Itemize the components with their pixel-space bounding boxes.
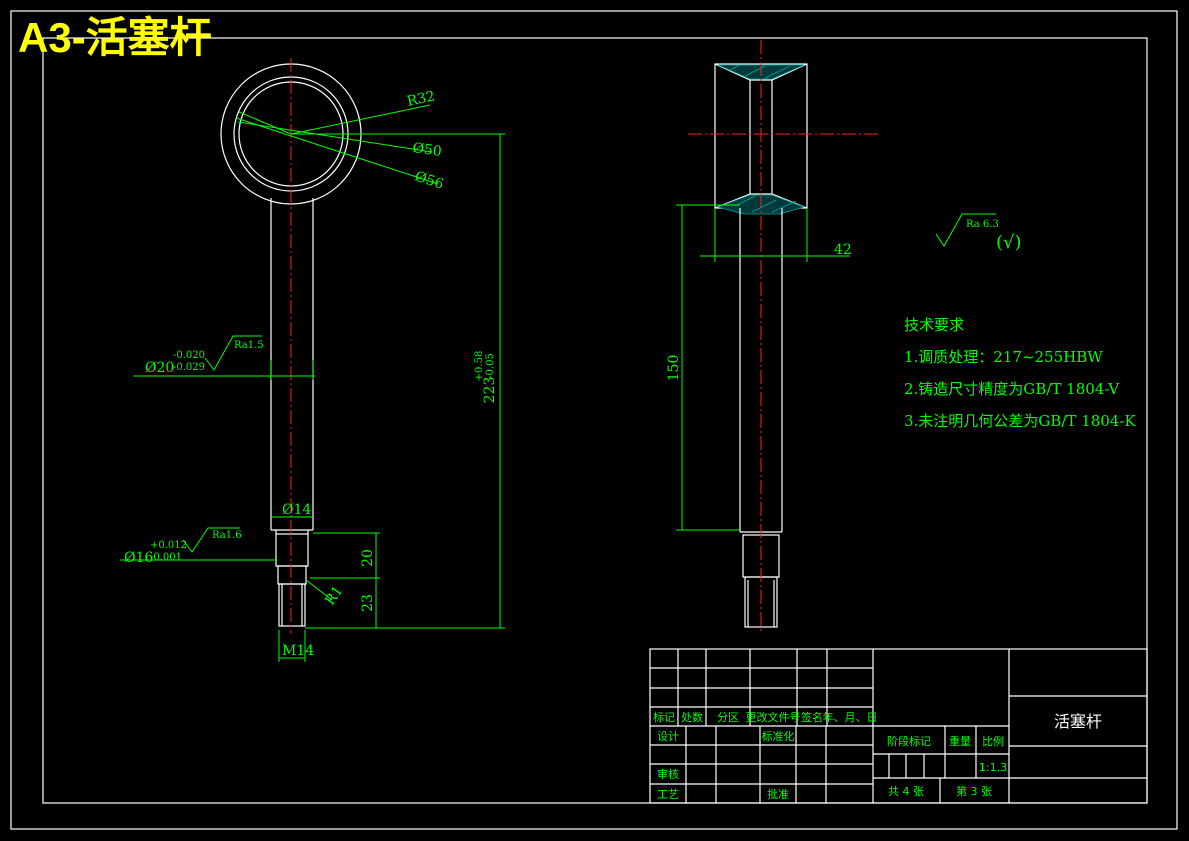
front-view: R32 Ø50 Ø56 Ø20 -0.020 -0.029 Ra1.5 Ø14 … (120, 58, 505, 662)
tb-process: 工艺 (657, 788, 679, 801)
tb-weight: 重量 (949, 734, 971, 748)
tb-part-name: 活塞杆 (1054, 712, 1102, 731)
label-dia16: Ø16 (124, 550, 153, 566)
inner-frame (42, 37, 1148, 804)
tech-item-1: 1.调质处理：217~255HBW (904, 348, 1103, 366)
tb-sheet-no: 第 3 张 (956, 784, 992, 798)
overall-tol-upper: +0.58 (474, 351, 485, 382)
outer-frame (10, 10, 1178, 830)
tb-hdr-mark: 标记 (653, 710, 675, 724)
tb-standardize: 标准化 (762, 729, 795, 743)
tb-stage-mark: 阶段标记 (887, 734, 931, 748)
overall-tol-lower: -0.05 (485, 353, 496, 379)
roughness-1: Ra1.5 (234, 340, 264, 351)
tb-hdr-docno: 更改文件号 (746, 710, 801, 724)
tol-dia20-upper: -0.020 (173, 350, 205, 361)
tb-scale-label: 比例 (982, 734, 1004, 748)
tb-hdr-zone: 分区 (717, 711, 739, 724)
len-23: 23 (360, 594, 376, 612)
label-dia20: Ø20 (145, 360, 174, 376)
side-width: 42 (834, 242, 852, 258)
roughness-2: Ra1.6 (212, 530, 242, 541)
label-r1: R1 (322, 583, 346, 608)
tb-design: 设计 (657, 730, 679, 743)
side-length: 150 (666, 355, 682, 382)
tol-dia16-lower: -0.001 (150, 552, 182, 563)
tb-scale-value: 1:1.3 (979, 761, 1007, 774)
label-r32: R32 (406, 88, 437, 110)
roughness-symbol-2 (182, 527, 240, 553)
surface-finish-bracket: (√) (996, 232, 1022, 253)
label-m14: M14 (282, 643, 314, 659)
surface-finish-value: Ra 6.3 (966, 219, 999, 230)
title-block: 标记 处数 分区 更改文件号 签名 年、月、日 设计 标准化 审核 工艺 批准 … (649, 648, 1148, 804)
tb-approve: 批准 (767, 787, 789, 801)
len-20: 20 (360, 549, 376, 567)
tol-dia16-upper: +0.012 (150, 540, 187, 551)
page-title: A3-活塞杆 (18, 14, 212, 61)
overall-length: 223 (482, 377, 498, 404)
tol-dia20-lower: -0.029 (173, 362, 205, 373)
tech-item-2: 2.铸造尺寸精度为GB/T 1804-V (904, 380, 1120, 398)
tech-requirements: 技术要求 1.调质处理：217~255HBW 2.铸造尺寸精度为GB/T 180… (904, 316, 1136, 430)
tb-hdr-date: 年、月、日 (823, 710, 878, 724)
label-dia14: Ø14 (282, 502, 311, 518)
tb-hdr-sign: 签名 (801, 710, 823, 724)
label-dia56: Ø56 (413, 169, 446, 193)
tech-item-3: 3.未注明几何公差为GB/T 1804-K (904, 412, 1136, 430)
label-dia50: Ø50 (411, 140, 442, 160)
roughness-symbol-1 (204, 335, 262, 371)
tb-hdr-count: 处数 (681, 711, 703, 724)
tb-check: 审核 (657, 767, 679, 781)
tb-sheets-total: 共 4 张 (888, 785, 924, 798)
surface-finish-note: Ra 6.3 (√) (935, 213, 1022, 253)
side-view: 42 150 (666, 40, 878, 632)
tech-heading: 技术要求 (904, 316, 964, 334)
